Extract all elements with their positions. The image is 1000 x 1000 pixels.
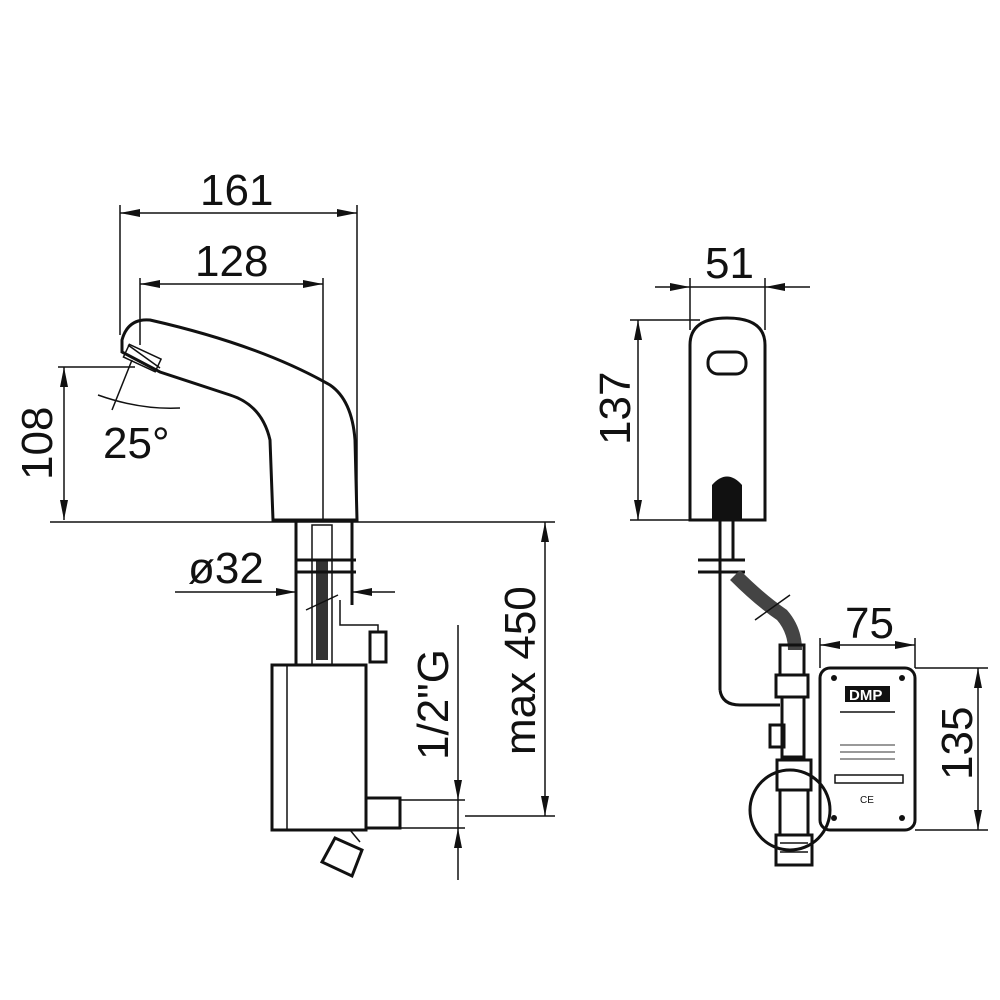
dim-max-length: max 450: [496, 586, 545, 755]
dim-side-width: 51: [705, 239, 754, 288]
ce-mark: CE: [860, 795, 874, 806]
dim-overall-width: 161: [200, 166, 273, 215]
side-view: 51 137 75: [591, 239, 988, 867]
dim-thread: 1/2"G: [409, 649, 458, 760]
dim-height: 108: [13, 407, 62, 480]
dim-diameter: ø32: [188, 544, 264, 593]
front-view: 161 128 108 25°: [13, 166, 555, 880]
dim-spout-reach: 128: [195, 237, 268, 286]
dim-box-width: 75: [845, 599, 894, 648]
control-box-label: [818, 666, 917, 832]
dim-angle: 25°: [103, 419, 170, 468]
dim-box-height: 135: [933, 707, 982, 780]
dim-side-height: 137: [591, 372, 640, 445]
brand-logo: DMP: [849, 687, 882, 704]
